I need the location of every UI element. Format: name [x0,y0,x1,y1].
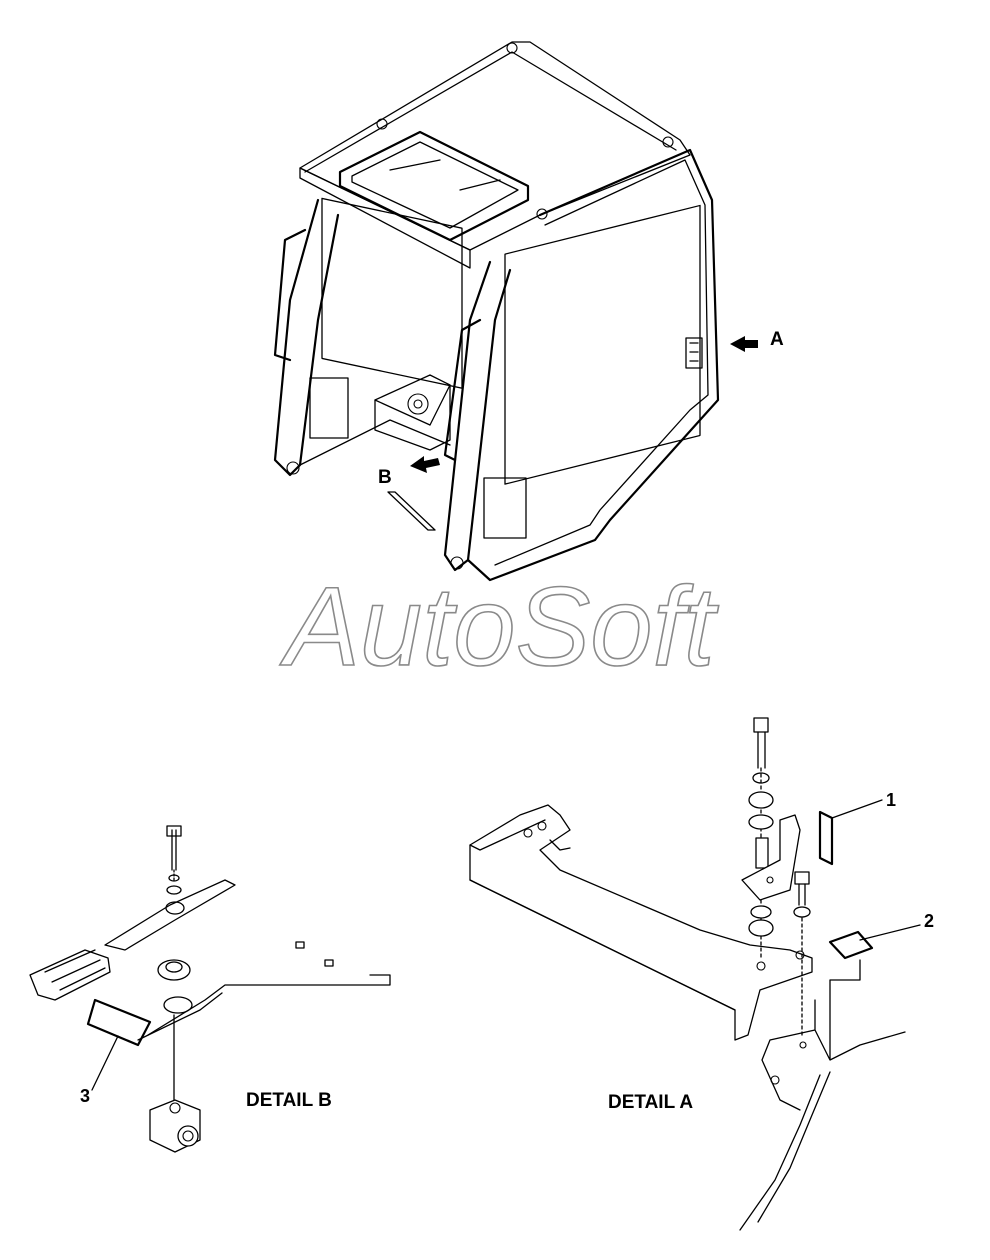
detail-a-illustration [469,717,921,1231]
arrow-b-icon [410,456,440,473]
callout-b: B [378,467,392,488]
right-screen [504,204,701,485]
grommet [157,959,191,981]
decal-item-2 [828,930,874,960]
post-foot-bolt [286,461,300,475]
bolt-head [753,717,769,733]
console-edge [374,399,431,426]
right-side-inner [494,159,709,566]
mounting-panel [147,974,391,1036]
base-rail [299,419,451,466]
bolt-head [794,871,810,885]
washer [750,905,772,919]
callout-item-3: 3 [80,1086,90,1106]
leader-line-2 [859,924,921,941]
cab-roof [299,41,691,251]
decal-item-1 [818,810,834,866]
left-lower-screen [309,377,349,439]
bracket-hole [756,961,766,971]
detail-b-title: DETAIL B [246,1090,332,1111]
console-box [374,374,451,451]
grommet-hole [165,961,183,973]
front-right-post [443,260,512,572]
right-lower-screen [483,477,527,539]
front-grab-handle [443,318,482,462]
bolt-head [166,825,182,837]
isolator [748,791,774,809]
console-edge [429,384,451,426]
washer [752,772,770,784]
lever-knob [29,949,111,1001]
bracket-edge [469,819,546,851]
sunroof-glass [351,141,519,229]
bracket-edge [469,879,736,1011]
knob-grip [44,949,106,991]
left-grab-handle [273,228,307,362]
isolator [748,814,774,830]
front-visor [299,167,471,269]
detail-b-illustration [29,825,391,1153]
step-plate [387,491,436,531]
washer [166,885,182,895]
valve-fitting-hole [182,1130,194,1142]
latch-bracket [741,814,801,901]
decal-item-3 [86,998,152,1047]
bracket-hole [537,821,547,831]
mount-hole [770,1075,780,1085]
bracket-edge [549,839,571,851]
front-left-post [273,198,340,477]
bracket-hole [795,950,805,960]
console-port [407,393,429,415]
support-bracket [469,804,813,1041]
detail-a-title: DETAIL A [608,1092,693,1113]
sunroof-frame [338,130,530,242]
bracket-hole [523,828,533,838]
post-foot-bolt [450,556,464,570]
roof-bolt [662,136,674,148]
cab-roof-edge [304,51,677,173]
roof-bolt [376,118,388,130]
valve-fitting [177,1125,199,1147]
callout-item-2: 2 [924,911,934,931]
leader-line-1 [831,799,883,819]
panel-hole [163,996,193,1014]
panel-slot [324,959,334,967]
side-latch [685,337,703,369]
console-port-inner [413,399,423,409]
leader-line-3 [91,1035,119,1091]
frame-rail [739,1074,821,1231]
throttle-lever [104,879,236,951]
roof-bolt [506,42,518,54]
lever-hub [165,901,185,915]
frame-rail [757,1071,831,1223]
left-screen [321,197,463,389]
watermark-text: AutoSoft [279,564,719,689]
callout-item-1: 1 [886,790,896,810]
glass-reflection [389,159,441,171]
spacer [755,837,769,869]
washer [168,874,180,882]
isolator [748,919,774,937]
panel-edge [137,992,223,1041]
washer [793,906,811,918]
panel-slot [295,941,305,949]
mount-hole [799,1041,807,1049]
cab-assembly [273,41,758,582]
latch-hole [766,876,774,884]
arrow-a-icon [730,336,758,352]
valve-port [169,1102,181,1114]
callout-a: A [770,329,784,350]
glass-reflection [459,179,501,191]
roof-bolt [536,208,548,220]
